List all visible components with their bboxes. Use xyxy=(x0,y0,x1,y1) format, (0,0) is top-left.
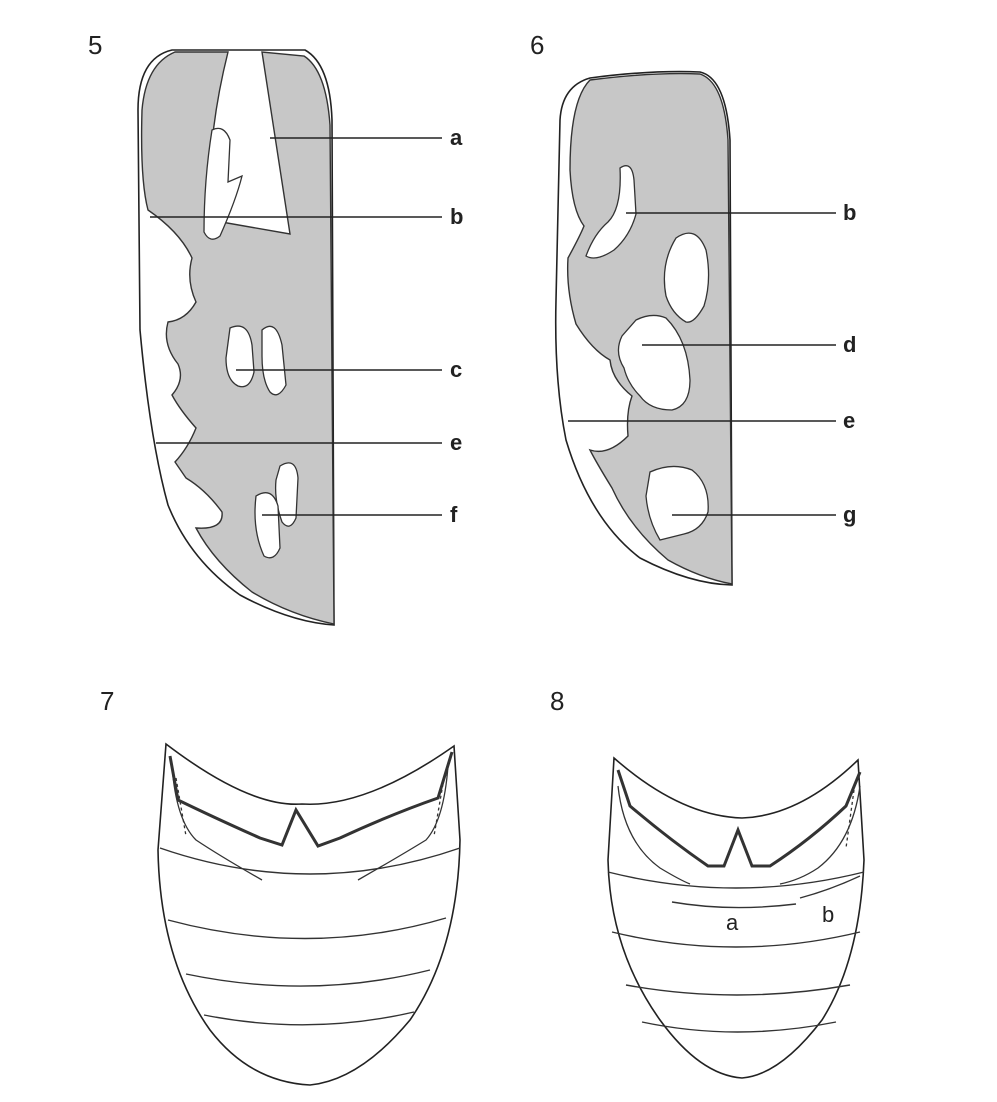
figure-6: 6 b d e g xyxy=(530,30,856,585)
figure-5: 5 a b c e f xyxy=(88,30,463,625)
figure-6-label-b: b xyxy=(843,200,856,225)
figure-7-abdomen-outline xyxy=(158,744,460,1085)
figure-6-label-g: g xyxy=(843,502,856,527)
figure-6-number: 6 xyxy=(530,30,544,60)
figure-7: 7 xyxy=(100,686,460,1085)
figure-5-label-a: a xyxy=(450,125,463,150)
figure-8-label-a: a xyxy=(726,910,739,935)
figure-8: 8 a b xyxy=(550,686,864,1078)
figure-5-label-f: f xyxy=(450,502,458,527)
figure-6-label-d: d xyxy=(843,332,856,357)
figure-5-label-e: e xyxy=(450,430,462,455)
figure-5-number: 5 xyxy=(88,30,102,60)
figure-5-spot-c-left xyxy=(226,326,254,387)
figure-5-label-c: c xyxy=(450,357,462,382)
figure-5-label-b: b xyxy=(450,204,463,229)
figure-7-number: 7 xyxy=(100,686,114,716)
figure-6-label-e: e xyxy=(843,408,855,433)
figure-8-label-b: b xyxy=(822,902,834,927)
figure-8-number: 8 xyxy=(550,686,564,716)
